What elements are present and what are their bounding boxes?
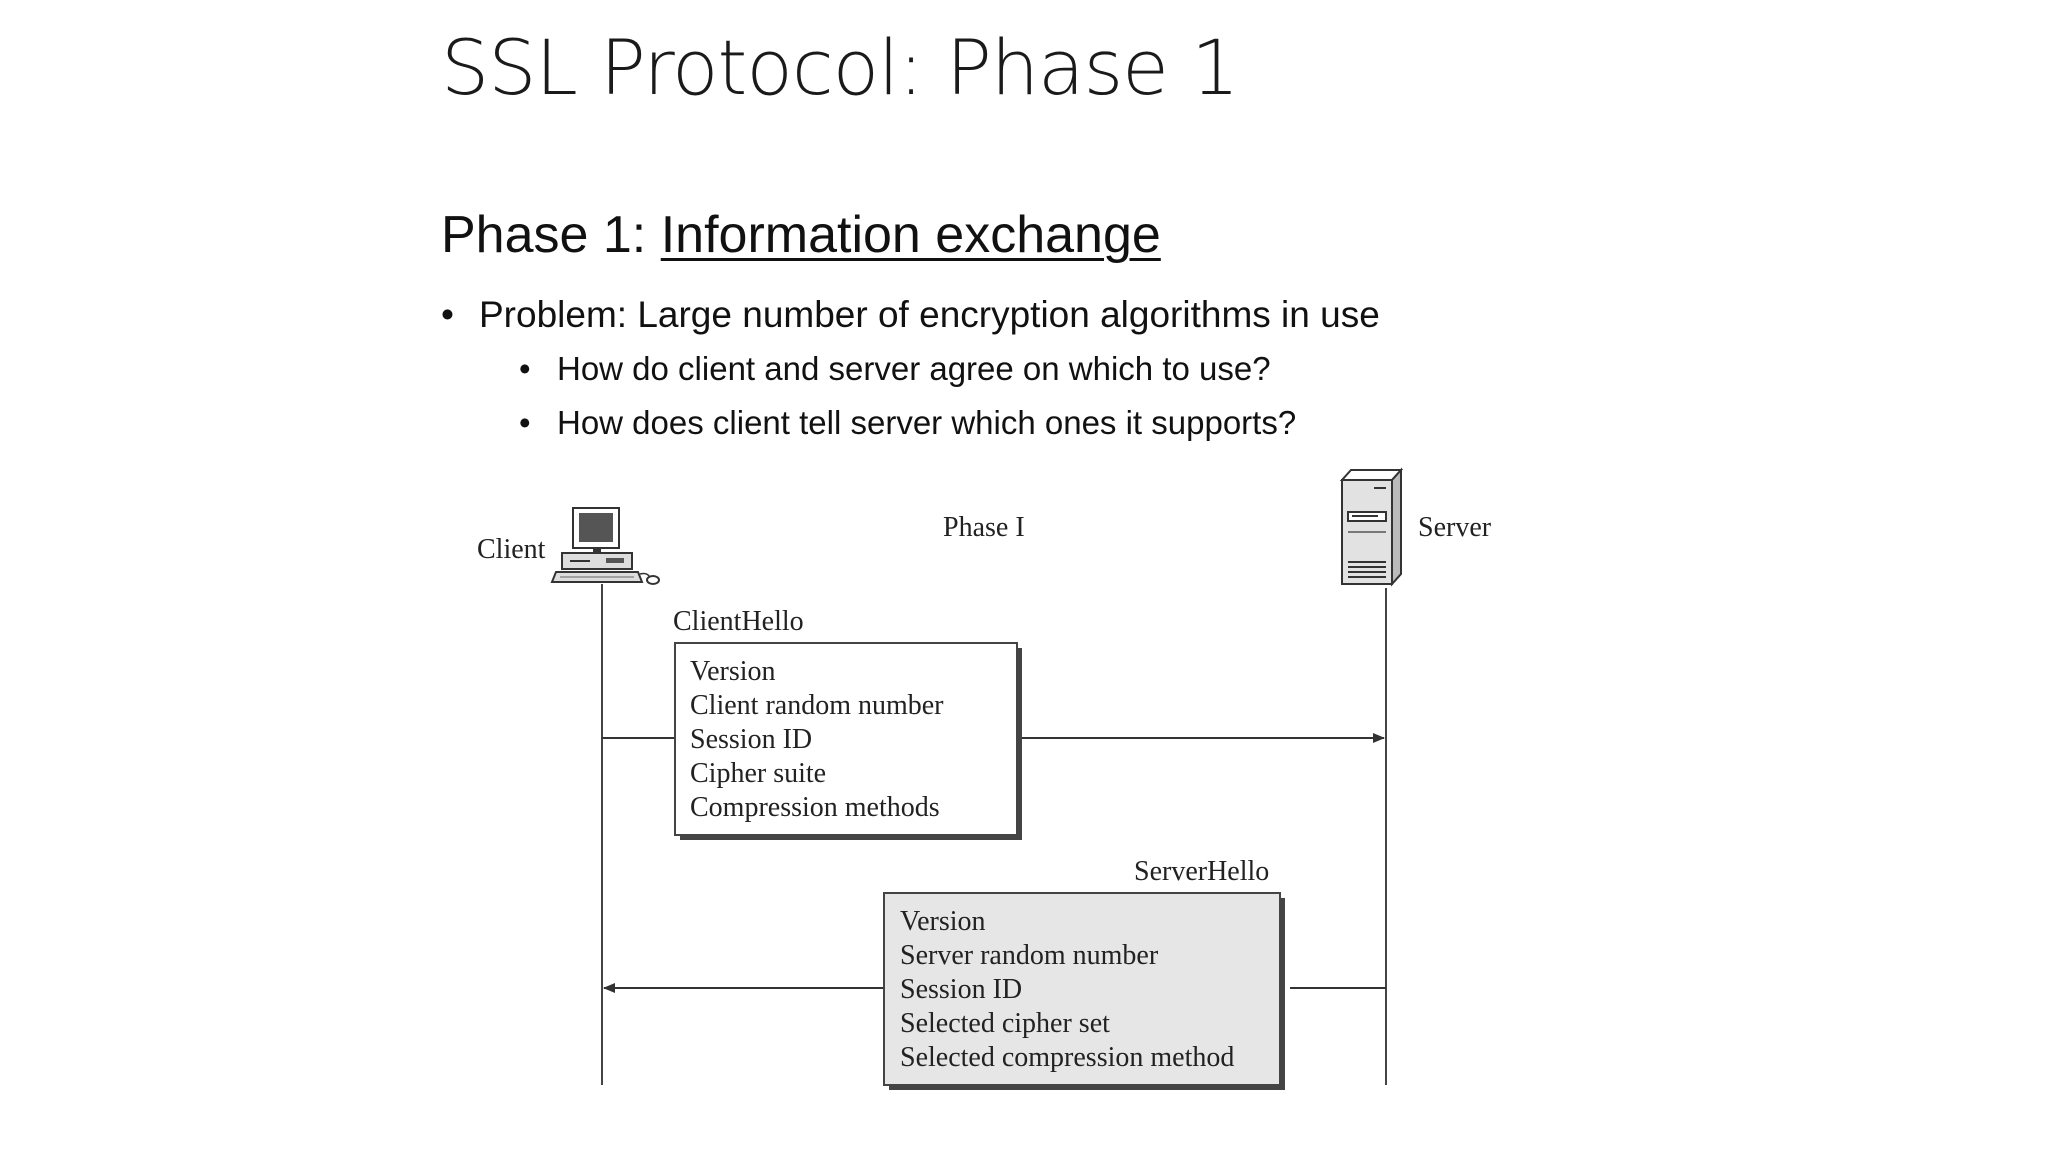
slide-subtitle: Phase 1: Information exchange: [441, 200, 1161, 270]
client-hello-field: Compression methods: [690, 792, 940, 823]
client-hello-field: Session ID: [690, 724, 812, 755]
server-hello-field: Session ID: [900, 974, 1022, 1005]
desktop-computer-icon: [550, 507, 660, 585]
subtitle-prefix: Phase 1:: [441, 206, 661, 264]
bullet-text: Problem: Large number of encryption algo…: [479, 294, 1380, 335]
bullet-dot: •: [519, 350, 531, 387]
client-hello-label: ClientHello: [673, 606, 804, 637]
phase-label: Phase I: [943, 512, 1025, 543]
client-hello-field: Version: [690, 656, 776, 687]
server-hello-field: Version: [900, 906, 986, 937]
subtitle-emphasis: Information exchange: [660, 206, 1161, 264]
server-hello-field: Server random number: [900, 940, 1159, 971]
server-hello-label: ServerHello: [1134, 856, 1269, 887]
client-label: Client: [477, 534, 546, 565]
client-hello-field: Cipher suite: [690, 758, 826, 789]
slide-title: SSL Protocol: Phase 1: [441, 23, 1239, 112]
server-tower-icon: [1339, 467, 1404, 587]
sub-bullet-item: • How does client tell server which ones…: [519, 400, 1296, 446]
server-label: Server: [1418, 512, 1492, 543]
bullet-item: • Problem: Large number of encryption al…: [441, 290, 1380, 340]
client-hello-message: ClientHello Version Client random number…: [602, 606, 1385, 840]
sub-bullet-item: • How do client and server agree on whic…: [519, 346, 1271, 392]
client-hello-field: Client random number: [690, 690, 944, 721]
server-hello-field: Selected cipher set: [900, 1008, 1110, 1039]
bullet-dot: •: [441, 294, 454, 335]
server-hello-message: ServerHello Version Server random number…: [603, 856, 1386, 1090]
client-hello-box: [674, 642, 1018, 836]
bullet-text: How does client tell server which ones i…: [557, 404, 1297, 441]
server-hello-box: [883, 892, 1281, 1086]
server-hello-field: Selected compression method: [900, 1042, 1234, 1073]
bullet-dot: •: [519, 404, 531, 441]
bullet-text: How do client and server agree on which …: [557, 350, 1271, 387]
